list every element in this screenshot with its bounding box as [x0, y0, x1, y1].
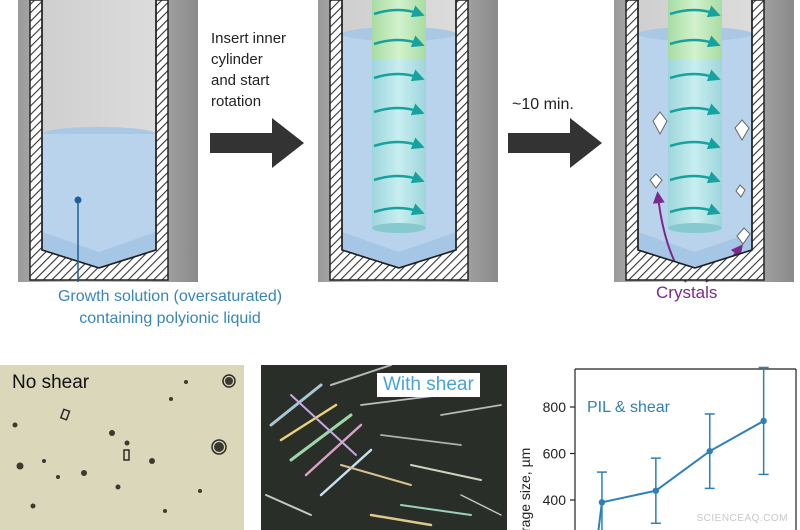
with-shear-micrograph: With shear — [261, 365, 507, 530]
rotation-arrows — [669, 5, 721, 216]
y-axis-label: rage size, µm — [517, 448, 533, 530]
process-diagram — [18, 0, 794, 283]
no-shear-micrograph: No shear — [0, 365, 244, 530]
y-tick-label: 800 — [543, 399, 567, 415]
step-2-label: ~10 min. — [512, 96, 574, 113]
process-arrow-1 — [210, 118, 304, 168]
size-chart: 400 600 800 rage size, µm PIL & shear — [517, 366, 797, 530]
cylinder-2-rotating — [318, 0, 498, 282]
step-1-line: rotation — [211, 93, 262, 110]
series-annotation: PIL & shear — [587, 399, 671, 416]
rotation-arrows — [373, 5, 425, 216]
caption-line: Growth solution (oversaturated) — [57, 288, 283, 305]
step-1-line: cylinder — [211, 51, 263, 68]
step-1-label: Insert inner cylinder and start rotation — [211, 28, 286, 112]
watermark: SCIENCEAQ.COM — [696, 513, 788, 524]
series-line — [601, 420, 765, 504]
cylinder-1-initial — [18, 0, 198, 282]
data-point — [652, 487, 660, 494]
data-point — [706, 447, 713, 455]
no-shear-label: No shear — [12, 372, 90, 393]
y-tick-label: 400 — [543, 492, 567, 508]
cylinder-3-crystals — [614, 0, 794, 283]
crystals-label: Crystals — [656, 283, 718, 302]
no-shear-particles — [0, 365, 244, 530]
y-tick-label: 600 — [543, 446, 567, 462]
step-1-line: Insert inner — [211, 30, 287, 47]
step-1-line: and start — [211, 72, 270, 89]
crystal-shapes — [649, 111, 751, 245]
caption-line: containing polyionic liquid — [79, 310, 261, 327]
growth-solution-caption: Growth solution (oversaturated) containi… — [10, 286, 330, 330]
data-point — [598, 499, 606, 506]
with-shear-label: With shear — [377, 373, 480, 397]
growth-solution — [42, 134, 156, 254]
data-point — [760, 417, 767, 425]
process-arrow-2 — [508, 118, 602, 168]
